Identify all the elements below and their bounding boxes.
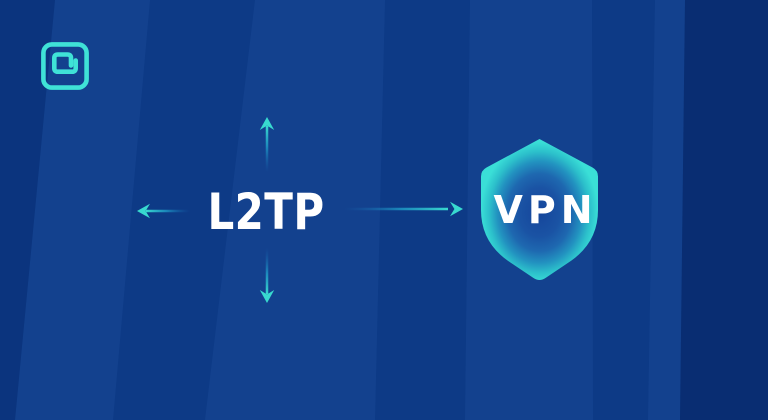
- vpn-label: VPN: [493, 188, 598, 232]
- arrow-down-icon: [259, 248, 275, 303]
- vpn-shield-icon: [481, 139, 598, 280]
- protocol-label: L2TP: [207, 183, 325, 241]
- brand-logo-icon: [41, 42, 89, 90]
- arrow-up-icon: [259, 117, 275, 172]
- arrow-left-icon: [137, 203, 190, 219]
- arrow-right-icon: [344, 201, 463, 217]
